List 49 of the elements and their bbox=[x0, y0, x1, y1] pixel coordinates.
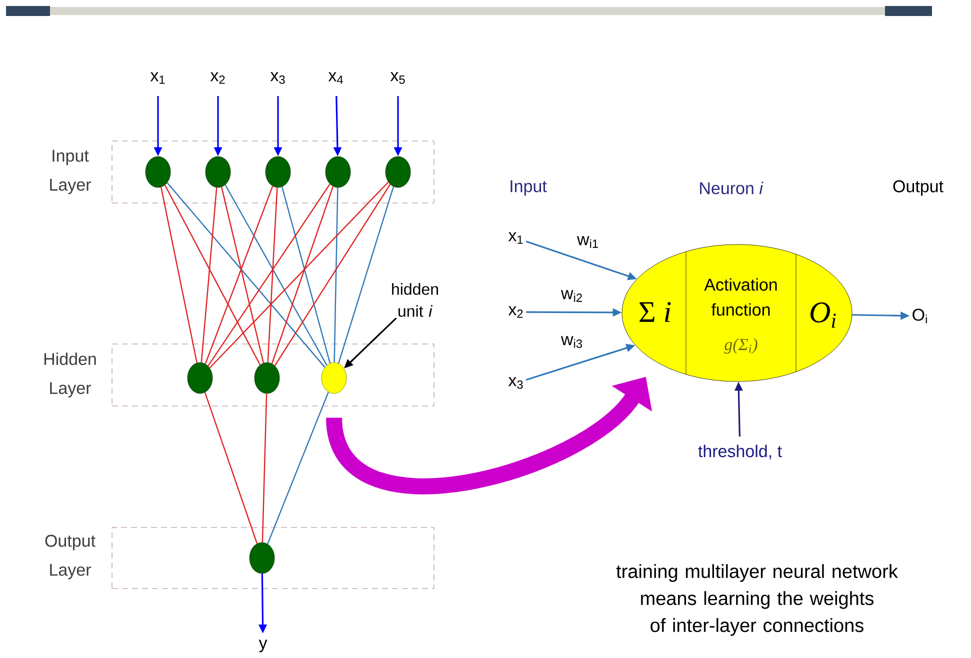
layer-box: Hidden Layer bbox=[44, 344, 434, 406]
connection-line bbox=[262, 394, 268, 542]
variable-label: x$_{1}$ bbox=[150, 72, 165, 84]
neuron-circle bbox=[249, 542, 275, 574]
variable-label: x$_{4}$ bbox=[328, 72, 343, 84]
column-heading: Input bbox=[510, 180, 547, 196]
edge-label: w$_{i2}$ bbox=[560, 289, 584, 303]
layer-box: Input Layer bbox=[50, 140, 434, 204]
column-heading: Neuron i bbox=[700, 182, 764, 194]
annotation-text: hidden unit i bbox=[392, 283, 438, 317]
neuron-circle bbox=[187, 362, 213, 394]
variable-label: x$_{2}$ bbox=[508, 306, 523, 318]
connection-line bbox=[281, 186, 331, 364]
connection-line bbox=[204, 186, 274, 364]
edge-label: w$_{i3}$ bbox=[560, 335, 584, 349]
connection-line bbox=[338, 186, 394, 364]
neuron-circle bbox=[265, 156, 291, 188]
variable-label: x$_{3}$ bbox=[270, 72, 285, 84]
variable-label: x$_{5}$ bbox=[390, 72, 405, 84]
connection-line bbox=[274, 184, 391, 366]
connection-line bbox=[200, 188, 218, 362]
connection-line bbox=[204, 392, 258, 544]
connection-line bbox=[209, 182, 389, 368]
connection-line bbox=[267, 188, 278, 362]
connection-line bbox=[224, 184, 328, 366]
variable-label: O$_{i}$ bbox=[912, 308, 927, 324]
connection-line bbox=[208, 184, 330, 366]
caption-text: training multilayer neural network means learning the weights of inter-layer connections bbox=[616, 564, 898, 636]
variable-label: x$_{3}$ bbox=[508, 377, 523, 389]
column-heading: Output bbox=[893, 180, 944, 196]
neuron-circle bbox=[145, 156, 171, 188]
layer-box: Output Layer bbox=[45, 527, 434, 589]
connection-line bbox=[166, 182, 326, 368]
connection-line bbox=[160, 187, 198, 363]
connection-line bbox=[221, 186, 264, 364]
neuron-circle bbox=[325, 156, 351, 188]
neuron-circle bbox=[385, 156, 411, 188]
variable-label: x$_{2}$ bbox=[210, 72, 225, 84]
edge-label: w$_{i1}$ bbox=[576, 235, 600, 249]
neuron-circle bbox=[254, 362, 280, 394]
connection-line bbox=[334, 188, 338, 362]
connection-line bbox=[267, 392, 329, 544]
variable-label: y bbox=[258, 640, 268, 652]
neuron-circle bbox=[205, 156, 231, 188]
variable-label: x$_{1}$ bbox=[508, 232, 523, 244]
connection-line bbox=[271, 186, 334, 364]
neuron-circle bbox=[321, 362, 347, 394]
threshold-label: threshold, t bbox=[698, 444, 782, 460]
connection-line bbox=[164, 184, 261, 366]
